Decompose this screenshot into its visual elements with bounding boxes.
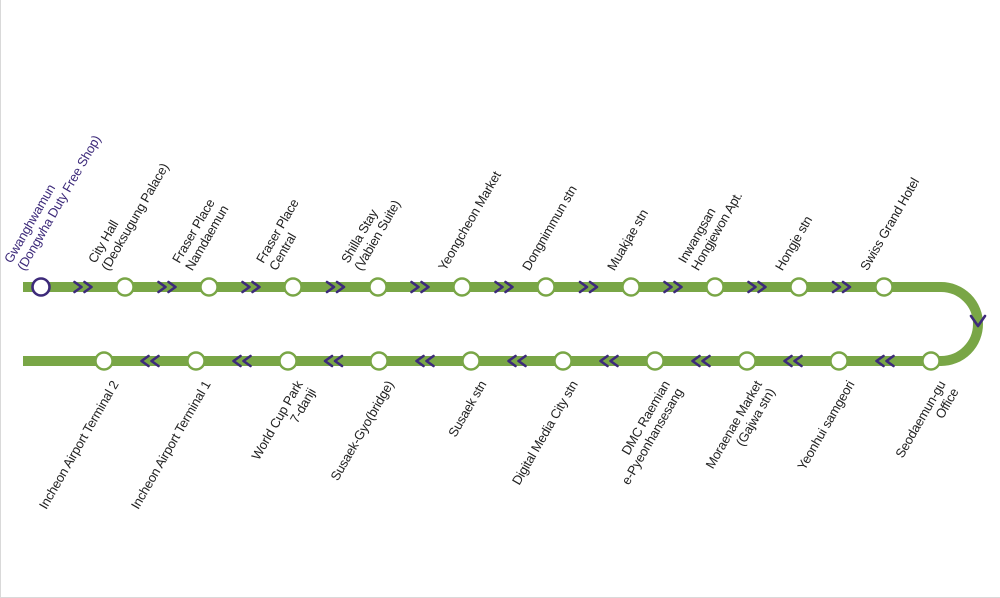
top-arrow-9-b [841, 280, 852, 294]
top-arrow-6-a [578, 280, 589, 294]
top-station-marker-2[interactable] [199, 277, 219, 297]
bottom-arrow-3-b [425, 354, 435, 368]
bottom-arrow-7-b [793, 354, 803, 368]
current-station-marker[interactable] [31, 277, 51, 297]
bottom-arrow-2-b [333, 354, 344, 368]
top-arrow-4-a [410, 280, 420, 294]
bottom-station-marker-7[interactable] [737, 351, 757, 371]
top-arrow-8-b [757, 280, 767, 294]
top-station-marker-7[interactable] [621, 277, 641, 297]
bottom-arrow-0-a [140, 354, 150, 368]
bottom-arrow-2-a [323, 354, 334, 368]
top-arrow-0-a [73, 280, 83, 294]
bottom-station-marker-1[interactable] [186, 351, 206, 371]
bottom-arrow-8-b [885, 354, 895, 368]
bottom-arrow-1-b [242, 354, 252, 368]
bottom-station-marker-3[interactable] [369, 351, 389, 371]
top-arrow-5-a [494, 280, 504, 294]
top-station-marker-6[interactable] [536, 277, 556, 297]
top-arrow-9-a [831, 280, 842, 294]
bottom-arrow-5-b [609, 354, 619, 368]
top-arrow-5-b [504, 280, 514, 294]
top-arrow-7-a [663, 280, 673, 294]
top-station-marker-8[interactable] [705, 277, 725, 297]
top-arrow-6-b [588, 280, 599, 294]
route-line [23, 282, 983, 366]
top-station-marker-4[interactable] [368, 277, 388, 297]
top-arrow-3-a [325, 280, 336, 294]
direction-arrows [73, 280, 987, 368]
bottom-arrow-6-b [701, 354, 711, 368]
top-station-marker-10[interactable] [874, 277, 894, 297]
top-arrow-2-a [241, 280, 251, 294]
bottom-station-marker-9[interactable] [921, 351, 941, 371]
bottom-arrow-3-a [415, 354, 425, 368]
top-station-marker-1[interactable] [115, 277, 135, 297]
bottom-station-marker-8[interactable] [829, 351, 849, 371]
top-arrow-3-b [335, 280, 346, 294]
bottom-arrow-1-a [232, 354, 242, 368]
top-arrow-8-a [747, 280, 757, 294]
turnaround-arrow [969, 314, 987, 328]
bottom-arrow-6-a [691, 354, 701, 368]
bottom-arrow-4-b [517, 354, 527, 368]
top-station-marker-3[interactable] [283, 277, 303, 297]
top-arrow-0-b [83, 280, 93, 294]
top-arrow-4-b [420, 280, 430, 294]
top-station-marker-5[interactable] [452, 277, 472, 297]
stations [31, 277, 941, 371]
bottom-station-marker-0[interactable] [94, 351, 114, 371]
top-arrow-1-b [167, 280, 177, 294]
bottom-arrow-0-b [150, 354, 160, 368]
top-station-marker-9[interactable] [789, 277, 809, 297]
top-arrow-2-b [251, 280, 261, 294]
bottom-arrow-4-a [507, 354, 517, 368]
bottom-station-marker-2[interactable] [278, 351, 298, 371]
bottom-arrow-8-a [875, 354, 885, 368]
bottom-arrow-5-a [599, 354, 609, 368]
bottom-station-marker-5[interactable] [553, 351, 573, 371]
bottom-station-marker-6[interactable] [645, 351, 665, 371]
top-arrow-7-b [673, 280, 683, 294]
bottom-station-marker-4[interactable] [461, 351, 481, 371]
top-arrow-1-a [157, 280, 167, 294]
bottom-arrow-7-a [783, 354, 793, 368]
